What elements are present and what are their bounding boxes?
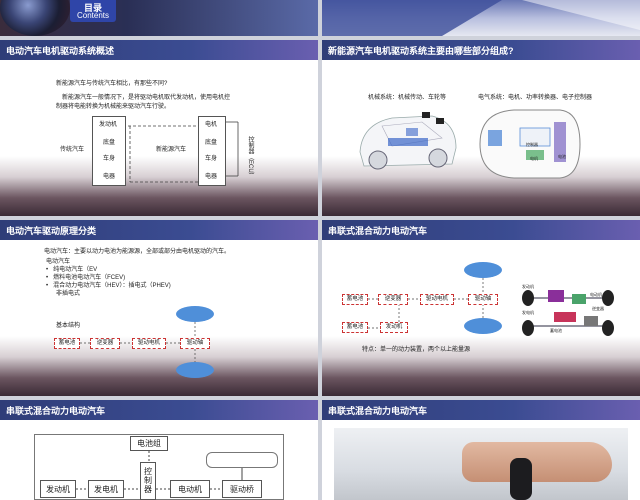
traditional-car-label: 传统汽车 <box>60 147 85 153</box>
img-label: 电动机 <box>590 292 602 297</box>
chain-node-inverter: 逆变器 <box>90 338 120 349</box>
slide-title: 串联式混合动力电动汽车 <box>6 406 106 416</box>
part-label: 电池 <box>558 154 566 159</box>
right-item: 电机 <box>205 122 218 128</box>
bullet-text: 纯电动汽车（EV <box>53 267 98 273</box>
generator-box: 发电机 <box>88 480 124 498</box>
engine-box: 发动机 <box>40 480 76 498</box>
hybrid-connectors <box>368 278 484 329</box>
chain-node-inverter: 逆变器 <box>378 294 408 305</box>
toc-subtitle: Contents <box>76 11 110 20</box>
traditional-car-box: 发动机 底盘 车身 电器 <box>92 116 126 186</box>
bullet-sub-item: 非插电式 <box>56 291 81 297</box>
slide-top-right[interactable] <box>322 0 640 36</box>
part-label: 电机 <box>530 156 538 161</box>
slide-motor-overview[interactable]: 电动汽车电机驱动系统概述 新能源汽车与传统汽车相比，有那些不同? 新能源汽车一般… <box>0 40 318 216</box>
slide-series-hybrid[interactable]: 串联式混合动力电动汽车 蓄电池 逆变器 驱动电机 驱动轴 蓄电池 发动机 特点：… <box>322 220 640 396</box>
battery-box: 电池组 <box>130 436 168 451</box>
bullet-item: • 混合动力电动汽车（HEV）：插电式（PHEV) <box>46 283 171 289</box>
paragraph-line-1: 新能源汽车一般情况下，是将驱动电机取代发动机，使用电机控 <box>62 95 231 101</box>
slide-title-bar: 串联式混合动力电动汽车 <box>322 220 640 240</box>
right-item: 底盘 <box>205 140 218 146</box>
paragraph-line-2: 制器将电能转换为机械能来驱动汽车行驶。 <box>56 104 171 110</box>
img-label: 逆变器 <box>592 306 604 311</box>
car-key-photo <box>334 428 628 500</box>
chain-node-engine: 发动机 <box>380 322 408 333</box>
part-label: 控制器 <box>526 142 538 147</box>
img-label: 发动机 <box>522 284 534 289</box>
question-text: 新能源汽车与传统汽车相比，有那些不同? <box>56 81 168 87</box>
category-label: 电动汽车 <box>46 259 71 265</box>
bullet-text: 混合动力电动汽车（HEV）：插电式（PHEV) <box>53 283 171 289</box>
toc-box: 目录 Contents <box>70 0 116 22</box>
slide-top-left[interactable]: 目录 Contents <box>0 0 318 36</box>
feature-text: 特点：单一的动力装置，两个以上能量源 <box>362 347 471 353</box>
left-item: 电器 <box>103 174 116 180</box>
slide-title-bar: 串联式混合动力电动汽车 <box>0 400 318 420</box>
left-item: 车身 <box>103 156 116 162</box>
basic-structure-label: 基本结构 <box>56 323 81 329</box>
background-car-image <box>322 336 640 396</box>
slide-title: 串联式混合动力电动汽车 <box>328 406 428 416</box>
key-fob-shape <box>510 458 532 500</box>
wheel-outline <box>206 452 278 468</box>
background-car-image <box>0 156 318 216</box>
chain-node-battery: 蓄电池 <box>342 294 368 305</box>
decorative-shape <box>322 0 640 36</box>
chain-node-axle: 驱动轴 <box>180 338 210 349</box>
slide-title-bar: 电动汽车驱动原理分类 <box>0 220 318 240</box>
chain-node-motor: 驱动电机 <box>420 294 454 305</box>
new-energy-car-label: 新能源汽车 <box>156 147 187 153</box>
ecu-label: 控制器（ECU） <box>247 136 253 179</box>
axle-box: 驱动桥 <box>222 480 262 498</box>
slide-series-hybrid-photo[interactable]: 串联式混合动力电动汽车 <box>322 400 640 500</box>
slide-title-bar: 串联式混合动力电动汽车 <box>322 400 640 420</box>
img-label: 发电机 <box>522 310 534 315</box>
bullet-text: 燃料电池电动汽车（FCEV) <box>53 275 126 281</box>
slide-title: 电动汽车驱动原理分类 <box>6 226 97 236</box>
mechanical-caption: 机械系统：机械传动、车轮等 <box>368 95 447 101</box>
right-item: 电器 <box>205 174 218 180</box>
car-chassis-image <box>359 112 457 170</box>
top-ellipse <box>176 306 214 322</box>
hybrid-chassis-image <box>522 290 614 336</box>
car-topview-image <box>479 109 581 179</box>
slide-title: 新能源汽车电机驱动系统主要由哪些部分组成? <box>328 46 514 56</box>
bullet-item: • 燃料电池电动汽车（FCEV) <box>46 275 126 281</box>
chain-node-battery: 蓄电池 <box>54 338 80 349</box>
slide-series-hybrid-diagram[interactable]: 串联式混合动力电动汽车 电池组 发动机 发电机 控制器 电动机 驱动桥 <box>0 400 318 500</box>
toc-title: 目录 <box>83 3 102 13</box>
bullet-item: • 纯电动汽车（EV <box>46 267 98 273</box>
intro-text: 电动汽车：主要以动力电池为能源源，全部或部分由电机驱动的汽车。 <box>44 249 231 255</box>
left-item: 发动机 <box>99 122 118 128</box>
ecu-bracket <box>226 121 239 177</box>
slide-drive-classification[interactable]: 电动汽车驱动原理分类 电动汽车：主要以动力电池为能源源，全部或部分由电机驱动的汽… <box>0 220 318 396</box>
slide-title-bar: 新能源汽车电机驱动系统主要由哪些部分组成? <box>322 40 640 60</box>
chain-node-motor: 驱动电机 <box>132 338 166 349</box>
electrical-caption: 电气系统：电机、功率转换器、电子控制器 <box>478 95 593 101</box>
wheel-image <box>0 0 70 36</box>
left-item: 底盘 <box>103 140 116 146</box>
controller-box: 控制器 <box>140 462 156 500</box>
top-ellipse <box>464 262 502 278</box>
img-label: 蓄电池 <box>550 328 562 333</box>
diagram-connectors <box>76 451 243 490</box>
hand-shape <box>462 442 612 482</box>
new-energy-car-box: 电机 底盘 车身 电器 <box>198 116 226 186</box>
slide-system-components[interactable]: 新能源汽车电机驱动系统主要由哪些部分组成? 机械系统：机械传动、车轮等 电气系统… <box>322 40 640 216</box>
motor-box: 电动机 <box>170 480 210 498</box>
chain-node-battery-2: 蓄电池 <box>342 322 368 333</box>
slide-title-bar: 电动汽车电机驱动系统概述 <box>0 40 318 60</box>
right-item: 车身 <box>205 156 218 162</box>
bottom-ellipse <box>176 362 214 378</box>
chain-node-axle: 驱动轴 <box>468 294 498 305</box>
bottom-ellipse <box>464 318 502 334</box>
structure-connectors <box>80 322 196 362</box>
slide-title: 串联式混合动力电动汽车 <box>328 226 428 236</box>
controller-label: 控制器 <box>144 467 152 494</box>
slide-title: 电动汽车电机驱动系统概述 <box>6 46 115 56</box>
